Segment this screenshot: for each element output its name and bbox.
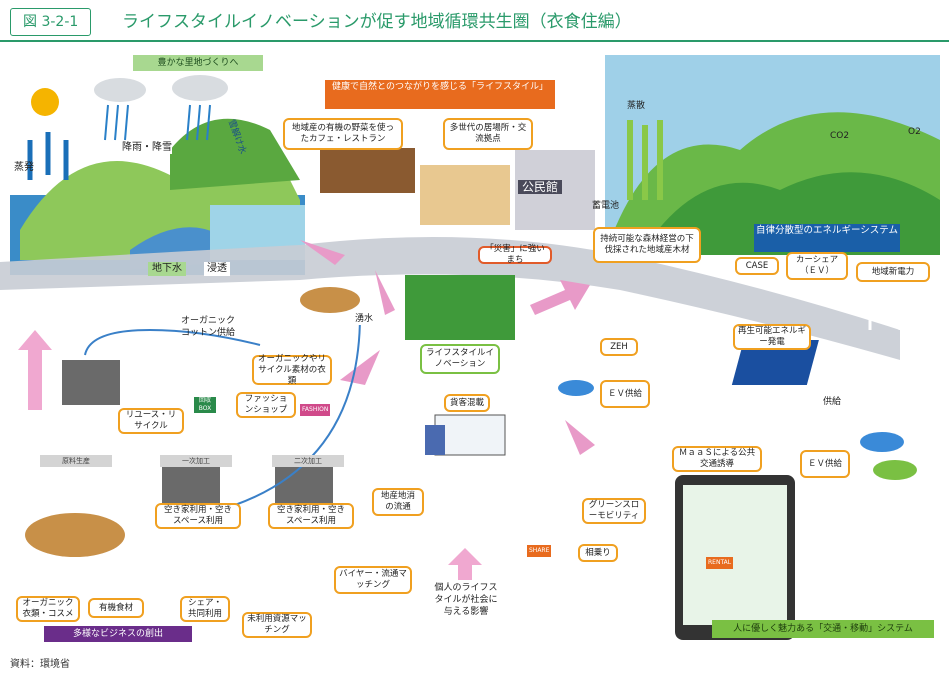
share-sign: SHARE <box>527 545 552 557</box>
rain-lines <box>104 104 211 141</box>
hub-box: 多世代の居場所・交流拠点 <box>443 118 533 150</box>
truck-cab <box>425 425 445 455</box>
fashion-sign: FASHION <box>300 404 331 416</box>
rain-snow-label: 降雨・降雪 <box>122 142 172 154</box>
vegetable-basket-icon <box>300 287 360 313</box>
energy-system-title: 自律分散型のエネルギーシステム <box>754 224 900 252</box>
mountain-left-2 <box>170 118 300 190</box>
supply-label: 供給 <box>823 397 842 407</box>
cafe-icon <box>320 148 415 193</box>
truck-icon <box>434 414 506 456</box>
satoyama-label: 豊かな里地づくりへ <box>133 55 263 71</box>
organic-cotton-label: オーガニックコットン供給 <box>180 316 235 338</box>
green-slow-box: グリーンスローモビリティ <box>582 498 646 524</box>
unused-box: 未利用資源マッチング <box>242 612 312 638</box>
ev-car-icon <box>860 432 904 452</box>
o2-label: O2 <box>908 127 921 137</box>
mixed-cargo-box: 貨客混載 <box>444 394 490 412</box>
warehouse-icon <box>275 465 333 505</box>
ev-supply-box-2: ＥＶ供給 <box>800 450 850 478</box>
organic-clothing-box: オーガニックやリサイクル素材の衣類 <box>252 354 332 386</box>
cloud-icon <box>94 78 146 102</box>
maas-box: ＭａａＳによる公共交通誘導 <box>672 446 762 472</box>
reuse-box: リユース・リサイクル <box>118 408 184 434</box>
figure-title: ライフスタイルイノベーションが促す地域循環共生圏（衣食住編） <box>122 12 632 32</box>
buyer-box: バイヤー・流通マッチング <box>334 566 412 594</box>
tablet-screen <box>683 485 787 625</box>
zeh-box: ZEH <box>600 338 638 356</box>
co2-label: CO2 <box>830 131 850 141</box>
ev-supply-box-1: ＥＶ供給 <box>600 380 650 408</box>
stage-secondary: 二次加工 <box>272 455 344 467</box>
disaster-box: 「災害」に強いまち <box>478 244 552 265</box>
stage-primary: 一次加工 <box>160 455 232 467</box>
stage-raw: 原料生産 <box>40 455 112 467</box>
forest-evaporation-arrows <box>627 120 663 200</box>
wind-turbine-icon <box>868 285 902 330</box>
vegetable-basket-icon <box>25 513 125 557</box>
pink-arrow <box>300 240 345 265</box>
vacant-box-1: 空き家利用・空きスペース利用 <box>155 503 241 529</box>
mobility-banner: 人に優しく魅力ある「交通・移動」システム <box>712 620 934 638</box>
local-power-box: 地域新電力 <box>856 262 930 282</box>
title-divider <box>0 40 949 42</box>
warehouse-icon <box>162 465 220 505</box>
center-forest <box>405 275 515 340</box>
pink-up-arrow <box>18 330 52 410</box>
forest-evaporation-label: 蒸散 <box>627 101 646 111</box>
lifestyle-innovation-box: ライフスタイルイノベーション <box>420 344 500 374</box>
groundwater-label: 地下水 <box>148 262 186 276</box>
infiltration-label: 浸透 <box>204 262 230 276</box>
impact-label: 個人のライフスタイルが社会に与える影響 <box>434 582 498 618</box>
pink-up-arrow <box>448 548 482 580</box>
ev-car-icon <box>873 460 917 480</box>
source-note: 資料：環境省 <box>10 659 70 670</box>
business-banner: 多様なビジネスの創出 <box>44 626 192 642</box>
evaporation-arrows <box>27 132 69 180</box>
sun-icon <box>31 88 59 116</box>
case-box: CASE <box>735 257 779 275</box>
solar-panel-icon <box>731 340 819 385</box>
local-consumption-box: 地産地消の流通 <box>372 488 424 516</box>
rental-sign: RENTAL <box>706 557 734 569</box>
share-box: シェア・共同利用 <box>180 596 230 622</box>
battery-label: 蓄電池 <box>592 201 620 211</box>
pink-arrow <box>530 280 590 315</box>
lifestyle-title: 健康で自然とのつながりを感じる「ライフスタイル」 <box>325 80 555 109</box>
building-icon <box>420 165 510 225</box>
organic-cosme-box: オーガニック衣類・コスメ <box>16 596 80 622</box>
fashion-shop-box: ファッションショップ <box>236 392 296 418</box>
flow-line <box>84 328 261 356</box>
community-hall-sign: 公民館 <box>518 180 563 194</box>
recycle-box-icon: 回収BOX <box>194 397 216 413</box>
ev-car-icon <box>558 380 594 396</box>
figure-id: 図 3-2-1 <box>10 8 92 36</box>
organic-food-box: 有機食材 <box>88 598 144 618</box>
spring-label: 湧水 <box>355 313 374 325</box>
ride-share-box: 相乗り <box>578 544 618 562</box>
renewable-box: 再生可能エネルギー発電 <box>733 324 811 350</box>
car-share-box: カーシェア（ＥＶ） <box>786 252 848 280</box>
cloud-icon <box>172 75 228 101</box>
flow-line <box>234 314 361 506</box>
pink-arrow <box>375 270 395 315</box>
warehouse-icon <box>62 360 120 405</box>
pink-arrow <box>340 350 380 385</box>
cafe-box: 地域産の有機の野菜を使ったカフェ・レストラン <box>283 118 403 150</box>
vacant-box-2: 空き家利用・空きスペース利用 <box>268 503 354 529</box>
forest-timber-box: 持続可能な森林経営の下伐採された地域産木材 <box>593 227 701 263</box>
pink-arrow <box>565 420 595 455</box>
evaporation-label: 蒸発 <box>14 162 34 173</box>
